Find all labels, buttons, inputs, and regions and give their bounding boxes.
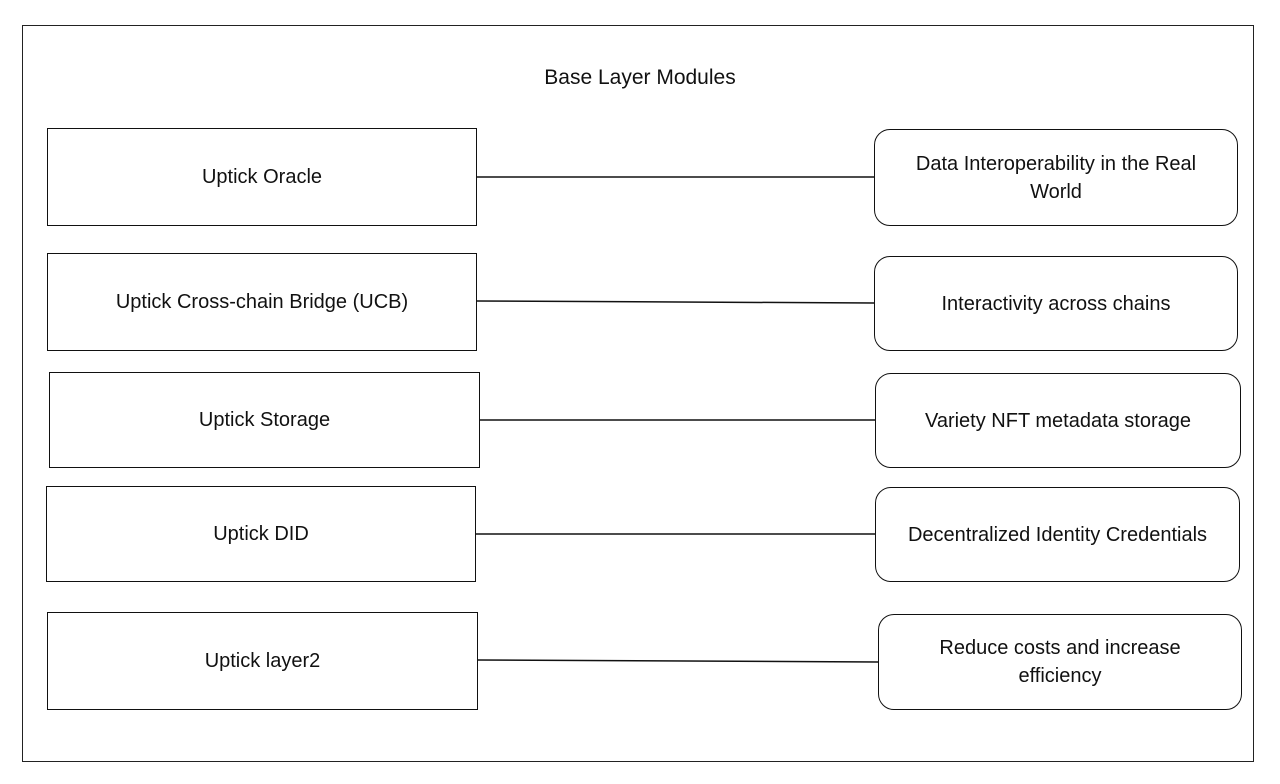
- module-box-storage: Uptick Storage: [49, 372, 480, 468]
- connector-ucb: [476, 300, 875, 304]
- diagram-title: Base Layer Modules: [544, 66, 736, 89]
- module-box-layer2: Uptick layer2: [47, 612, 478, 710]
- description-box-did: Decentralized Identity Credentials: [875, 487, 1240, 582]
- description-box-oracle: Data Interoperability in the Real World: [874, 129, 1238, 226]
- description-box-layer2: Reduce costs and increase efficiency: [878, 614, 1242, 710]
- diagram-frame: [22, 25, 1254, 762]
- module-box-ucb: Uptick Cross-chain Bridge (UCB): [47, 253, 477, 351]
- module-box-oracle: Uptick Oracle: [47, 128, 477, 226]
- module-box-did: Uptick DID: [46, 486, 476, 582]
- description-box-ucb: Interactivity across chains: [874, 256, 1238, 351]
- connector-layer2: [477, 659, 879, 663]
- description-box-storage: Variety NFT metadata storage: [875, 373, 1241, 468]
